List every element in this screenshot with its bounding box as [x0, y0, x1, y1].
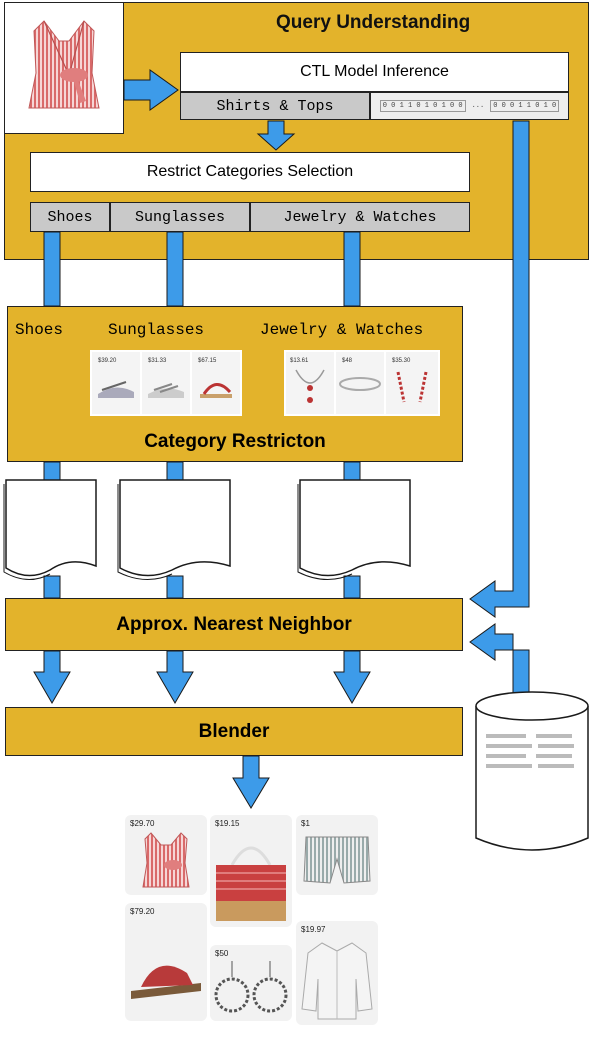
- arrow-sunglasses-doc-to-ann: [166, 575, 184, 599]
- corpus-style-embeddings-label: Corpus Style Embeddings: [476, 790, 588, 830]
- restrict-categories-box: Restrict Categories Selection: [30, 152, 470, 192]
- candidate-line2: Pin: [344, 519, 366, 536]
- thumbnail-price: $67.15: [198, 358, 217, 364]
- candidate-name: Jewelry & ..: [316, 500, 394, 517]
- tote-bag-image: [216, 846, 286, 921]
- category-restriction-title: Category Restricton: [7, 428, 463, 456]
- restriction-label-jewelry: Jewelry & Watches: [260, 321, 424, 339]
- result-card-earrings[interactable]: $50: [210, 945, 292, 1021]
- candidate-name: Sunglasses: [136, 500, 214, 517]
- blender-title: Blender: [198, 720, 270, 742]
- restrict-category-label: Shoes: [47, 208, 93, 226]
- embedding-ellipsis: ...: [471, 102, 485, 110]
- thumbnail-card: $13.61: [286, 352, 334, 414]
- restrict-category-sunglasses: Sunglasses: [110, 202, 250, 232]
- embedding-bits-left: 0 0 1 1 0 1 0 1 0 0: [379, 100, 466, 112]
- thumbnail-price: $13.61: [290, 358, 309, 364]
- predicted-category-label: Shirts & Tops: [216, 97, 334, 115]
- thumbnail-price: $39.20: [98, 358, 117, 364]
- restrict-category-shoes: Shoes: [30, 202, 110, 232]
- blender-box: Blender: [5, 707, 463, 756]
- result-card-sandal[interactable]: $79.20: [125, 903, 207, 1021]
- thumbnail-card: $48: [336, 352, 384, 414]
- arrow-blender-to-results: [232, 755, 270, 809]
- restrict-category-label: Jewelry & Watches: [283, 208, 437, 226]
- ctl-model-box: CTL Model Inference: [180, 52, 569, 92]
- result-price: $19.97: [301, 925, 326, 934]
- thumbnail-card: $35.30: [386, 352, 438, 414]
- predicted-category: Shirts & Tops: [180, 92, 370, 120]
- ctl-model-title: CTL Model Inference: [300, 63, 449, 80]
- candidate-doc-sunglasses-text: Sunglasses Pin Candidates: [120, 495, 230, 561]
- ann-box: Approx. Nearest Neighbor: [5, 598, 463, 651]
- necklace-image: [295, 369, 325, 403]
- category-restriction-title-text: Category Restricton: [144, 431, 326, 452]
- corpus-label-line2: Embeddings: [489, 810, 574, 826]
- arrow-shoes-to-doc: [43, 461, 61, 483]
- arrow-jewelry-to-doc: [343, 461, 361, 483]
- earrings-image: [214, 961, 288, 1013]
- query-understanding-title: Query Understanding: [276, 12, 471, 33]
- result-card-top[interactable]: $29.70: [125, 815, 207, 895]
- candidate-line3: Candidates: [319, 538, 391, 555]
- restrict-categories-title: Restrict Categories Selection: [146, 163, 354, 180]
- restriction-label-shoes: Shoes: [15, 321, 64, 339]
- corpus-label-line1: Corpus Style: [488, 794, 576, 810]
- sandal-image: [200, 383, 232, 398]
- result-price: $29.70: [130, 819, 155, 828]
- result-card-shorts[interactable]: $1: [296, 815, 378, 895]
- thumbnail-card: $39.20: [92, 352, 140, 414]
- shoes-sunglasses-thumbnails: $39.20 $31.33 $67.15: [90, 350, 242, 416]
- candidate-line2: Pin: [39, 519, 61, 536]
- result-card-tote[interactable]: $19.15: [210, 815, 292, 927]
- ann-title: Approx. Nearest Neighbor: [116, 613, 352, 635]
- candidate-name: Shoes: [28, 500, 71, 517]
- result-card-jacket[interactable]: $19.97: [296, 921, 378, 1025]
- arrow-shoes-doc-to-ann: [43, 575, 61, 599]
- bracelet-image: [339, 377, 381, 391]
- candidate-doc-jewelry-text: Jewelry & .. Pin Candidates: [300, 495, 410, 561]
- jacket-image: [301, 942, 373, 1020]
- arrow-corpus-to-ann: [469, 623, 530, 701]
- arrow-jewelry-doc-to-ann: [343, 575, 361, 599]
- arrow-sunglasses-to-doc: [166, 461, 184, 483]
- result-price: $79.20: [130, 907, 155, 916]
- restrict-category-jewelry: Jewelry & Watches: [250, 202, 470, 232]
- candidate-line3: Candidates: [139, 538, 211, 555]
- thumbnail-card: $31.33: [142, 352, 190, 414]
- restriction-label-sunglasses: Sunglasses: [108, 321, 205, 339]
- thumbnail-card: $67.15: [192, 352, 240, 414]
- jewelry-thumbnails: $13.61 $48 $35.30: [284, 350, 440, 416]
- thumbnail-price: $35.30: [392, 358, 411, 364]
- result-price: $1: [301, 819, 310, 828]
- query-image: [4, 2, 124, 134]
- embedding-bits-right: 0 0 0 1 1 0 1 0: [490, 100, 560, 112]
- result-price: $19.15: [215, 819, 240, 828]
- arrow-ann-to-blender-1: [33, 650, 71, 704]
- arrow-ann-to-blender-2: [156, 650, 194, 704]
- result-price: $50: [215, 949, 229, 958]
- corpus-embedding-rows: [486, 734, 574, 768]
- arrow-ann-to-blender-3: [333, 650, 371, 704]
- candidate-line2: Pin: [164, 519, 186, 536]
- sandal-image: [148, 383, 184, 398]
- slide-sandal-image: [131, 965, 201, 999]
- thumbnail-price: $48: [342, 358, 353, 364]
- candidate-doc-shoes-text: Shoes Pin Candidates: [4, 495, 96, 561]
- restrict-category-label: Sunglasses: [134, 208, 225, 226]
- thumbnail-price: $31.33: [148, 358, 167, 364]
- shorts-image: [303, 836, 371, 884]
- candidate-line3: Candidates: [14, 538, 86, 555]
- query-embedding: 0 0 1 1 0 1 0 1 0 0 ... 0 0 0 1 1 0 1 0: [370, 92, 569, 120]
- striped-top-image: [142, 832, 190, 888]
- striped-top-image: [28, 20, 100, 109]
- sandal-image: [98, 381, 134, 398]
- necklace-image: [396, 371, 428, 403]
